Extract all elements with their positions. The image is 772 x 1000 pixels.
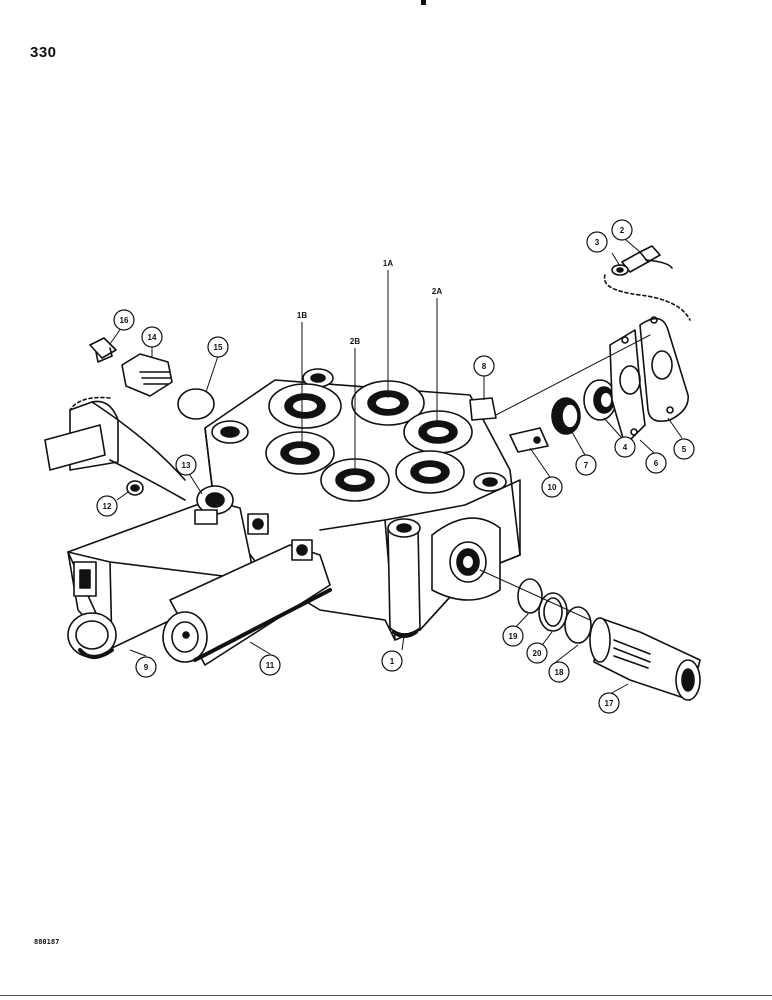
- svg-text:2: 2: [620, 226, 625, 235]
- port-label-2b: 2B: [350, 337, 360, 346]
- leader-lines: [109, 239, 683, 695]
- coil-tube-13: [194, 485, 234, 525]
- svg-text:17: 17: [605, 699, 614, 708]
- svg-text:15: 15: [214, 343, 223, 352]
- washer-3: [611, 264, 629, 276]
- plate-6: [609, 329, 646, 446]
- svg-text:20: 20: [533, 649, 542, 658]
- svg-text:13: 13: [182, 461, 191, 470]
- svg-text:18: 18: [555, 668, 564, 677]
- svg-text:11: 11: [266, 661, 275, 670]
- svg-text:12: 12: [103, 502, 112, 511]
- port-label-1a: 1A: [383, 259, 393, 268]
- callout-4: 4: [614, 436, 636, 458]
- callout-11: 11: [259, 654, 281, 676]
- svg-text:16: 16: [120, 316, 129, 325]
- callout-1: 1: [381, 650, 403, 672]
- callout-12: 12: [96, 495, 118, 517]
- callouts: 1 2 3 4 5 6 7 8 9 10 11 12 13 14 15 16 1…: [96, 219, 695, 714]
- callout-10: 10: [541, 476, 563, 498]
- backup-ring-20: [538, 592, 568, 632]
- solenoid-11: [162, 513, 332, 666]
- spool-ends: [469, 397, 549, 453]
- figure-reference: 880187: [34, 938, 60, 946]
- svg-text:9: 9: [144, 663, 149, 672]
- page-number: 330: [30, 44, 57, 61]
- callout-15: 15: [207, 336, 229, 358]
- manual-override: [44, 396, 186, 501]
- callout-18: 18: [548, 661, 570, 683]
- svg-text:14: 14: [148, 333, 157, 342]
- callout-5: 5: [673, 438, 695, 460]
- callout-16: 16: [113, 309, 135, 331]
- svg-text:10: 10: [548, 483, 557, 492]
- fitting-14: [121, 353, 173, 397]
- svg-text:4: 4: [623, 443, 628, 452]
- callout-2: 2: [611, 219, 633, 241]
- o-ring-15: [177, 388, 215, 420]
- svg-text:7: 7: [584, 461, 589, 470]
- svg-text:3: 3: [595, 238, 600, 247]
- callout-13: 13: [175, 454, 197, 476]
- svg-text:5: 5: [682, 445, 687, 454]
- svg-text:19: 19: [509, 632, 518, 641]
- svg-text:1: 1: [390, 657, 395, 666]
- port-label-1b: 1B: [297, 311, 307, 320]
- o-ring-19: [517, 578, 543, 614]
- svg-text:8: 8: [482, 362, 487, 371]
- callout-8: 8: [473, 355, 495, 377]
- fitting-17: [589, 617, 701, 701]
- callout-14: 14: [141, 326, 163, 348]
- svg-text:6: 6: [654, 459, 659, 468]
- callout-17: 17: [598, 692, 620, 714]
- solenoid-9: [67, 499, 256, 659]
- callout-19: 19: [502, 625, 524, 647]
- seal-7: [551, 397, 581, 435]
- top-register-mark: [421, 0, 426, 5]
- gasket-5: [639, 316, 689, 423]
- callout-9: 9: [135, 656, 157, 678]
- o-ring-18: [564, 606, 592, 644]
- plug-16: [89, 337, 117, 363]
- callout-3: 3: [586, 231, 608, 253]
- wiper-4: [583, 379, 617, 421]
- work-ports: [265, 380, 473, 502]
- screw-2: [621, 245, 673, 273]
- bottom-edge-line: [0, 995, 772, 996]
- port-label-2a: 2A: [432, 287, 442, 296]
- port-labels: 1A 2A 1B 2B: [297, 259, 442, 346]
- callout-7: 7: [575, 454, 597, 476]
- callout-20: 20: [526, 642, 548, 664]
- callout-6: 6: [645, 452, 667, 474]
